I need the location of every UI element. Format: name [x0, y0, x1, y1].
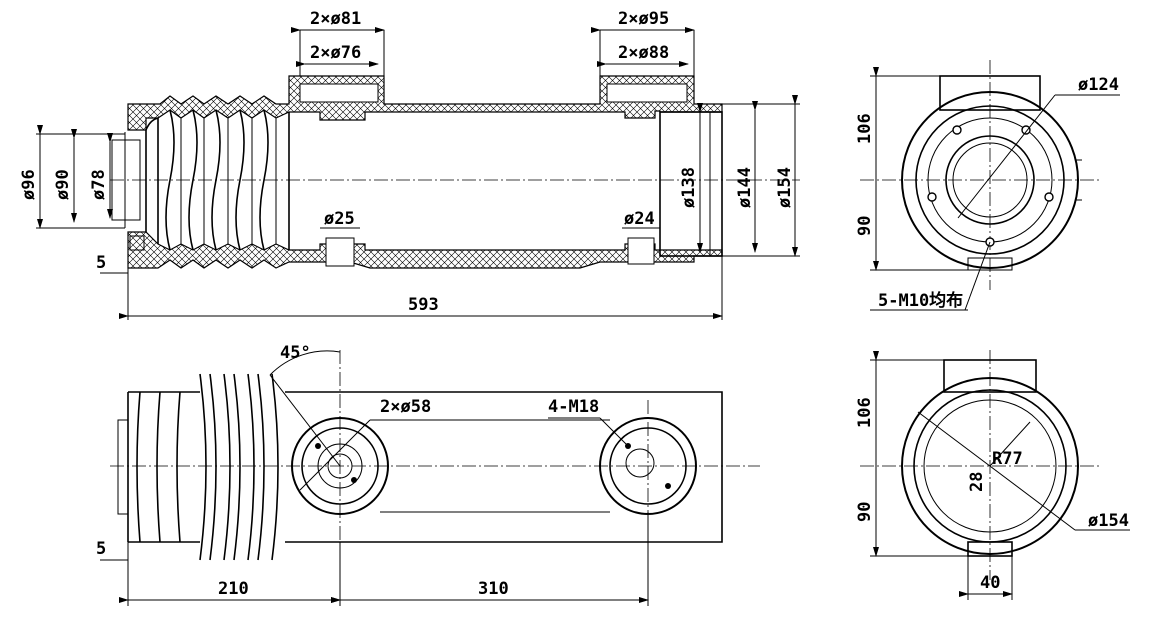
dim-radius-77: R77	[992, 449, 1023, 469]
dim-len-210: 210	[218, 579, 249, 599]
dim-dia-90: ø90	[53, 169, 73, 200]
front-section-view: 2×ø81 2×ø76 2×ø95 2×ø88 ø96 ø90 ø78 ø25 …	[19, 9, 800, 320]
port-left	[291, 417, 440, 515]
dim-ports-outer: 2×ø81	[310, 9, 361, 29]
top-view: 45° 2×ø58 4-M18 5 210 310	[96, 343, 760, 606]
side-view-top: 106 90 ø124 5-M10均布	[855, 60, 1120, 311]
dim-ports-inner-right: 2×ø88	[618, 43, 669, 63]
dim-ports-outer-right: 2×ø95	[618, 9, 669, 29]
dim-dia-124: ø124	[1078, 75, 1119, 95]
dim-dia-25: ø25	[324, 209, 355, 229]
bellows-top	[128, 373, 279, 561]
dim-ports-58: 2×ø58	[380, 397, 431, 417]
dim-len-310: 310	[478, 579, 509, 599]
side-view-bottom: 106 90 R77 28 ø154 40	[855, 350, 1130, 600]
dim-offset-5: 5	[96, 253, 106, 273]
dim-dia-154-bottom: ø154	[1088, 511, 1129, 531]
dim-ports-inner: 2×ø76	[310, 43, 361, 63]
thread-note-5-m10: 5-M10均布	[878, 290, 963, 311]
dim-length-593: 593	[408, 295, 439, 315]
dim-threads-m18: 4-M18	[548, 397, 599, 417]
dim-angle-45: 45°	[280, 343, 311, 363]
dim-28: 28	[967, 472, 987, 492]
front-dimensions	[36, 27, 800, 320]
dim-offset-5-top: 5	[96, 539, 106, 559]
dim-h-90-top: 90	[855, 216, 875, 236]
dim-h-106-top: 106	[855, 113, 875, 144]
dim-width-40: 40	[980, 573, 1000, 593]
dim-dia-144: ø144	[735, 167, 755, 208]
bellows-front	[145, 109, 290, 251]
dim-dia-24: ø24	[624, 209, 655, 229]
dim-h-106-bottom: 106	[855, 397, 875, 428]
dim-h-90-bottom: 90	[855, 502, 875, 522]
dim-dia-78: ø78	[89, 169, 109, 200]
dim-dia-138: ø138	[679, 167, 699, 208]
dim-dia-154: ø154	[775, 167, 795, 208]
dim-dia-96: ø96	[19, 169, 39, 200]
